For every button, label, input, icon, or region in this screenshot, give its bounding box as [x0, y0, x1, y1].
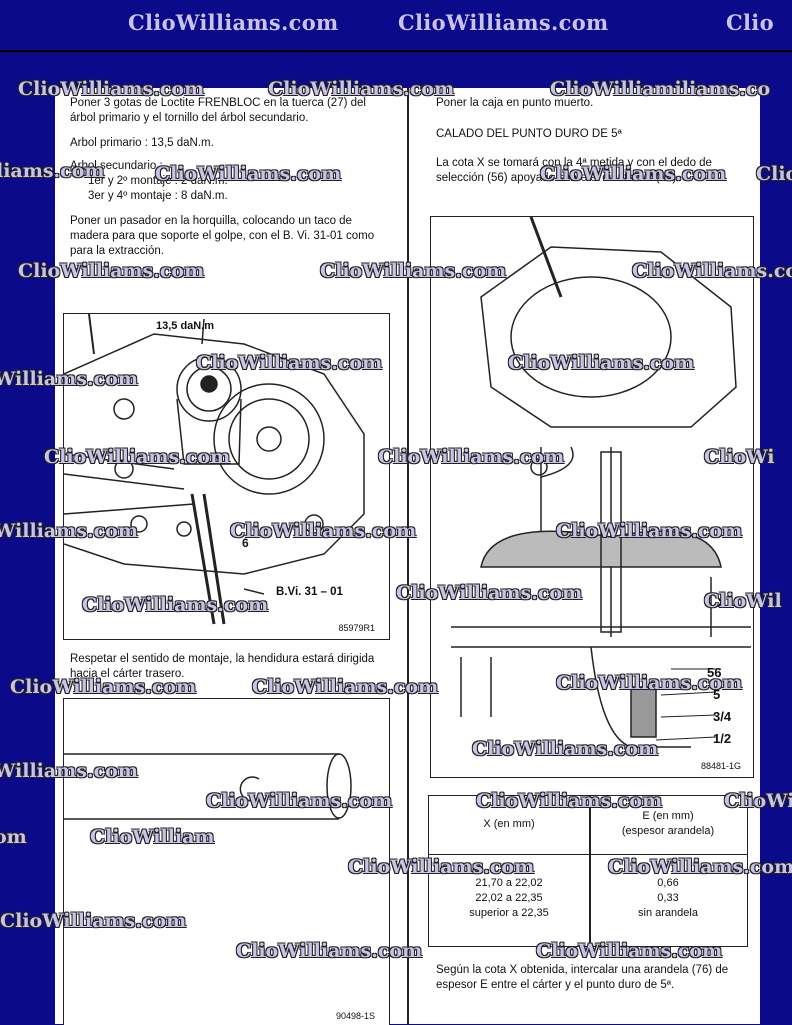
watermark: ClioWi [724, 790, 792, 812]
watermark: ClioWilliams.com [378, 446, 565, 468]
paragraph: Poner 3 gotas de Loctite FRENBLOC en la … [70, 97, 366, 124]
left-column-lower: Respetar el sentido de montaje, la hendi… [70, 652, 382, 692]
figure-mounting: 13,5 daN.m 6 B.Vi. 31 – 01 85979R1 [63, 313, 390, 640]
callout-torque: 13,5 daN.m [156, 320, 215, 332]
watermark: ClioWilliams.com [18, 78, 205, 100]
table-header-x: X (en mm) [483, 818, 535, 830]
figure-code: 88481-1G [700, 761, 741, 771]
paragraph: Arbol primario : 13,5 daN.m. [70, 137, 214, 149]
watermark: ClioWilliams.com [18, 260, 205, 282]
paragraph: Según la cota X obtenida, intercalar una… [436, 964, 729, 991]
watermark: ClioWilliams.com [206, 790, 393, 812]
column-divider [407, 88, 409, 1024]
watermark: ClioWilliams.com [230, 520, 417, 542]
watermark: ClioWilliams.com [196, 352, 383, 374]
watermark: ClioWilliams.com [10, 676, 197, 698]
table-cell: 22,02 a 22,35 [475, 892, 543, 904]
watermark: Clio [756, 163, 792, 185]
callout-12: 1/2 [713, 731, 732, 746]
table-header-e-sub: (espesor arandela) [621, 825, 715, 837]
gearbox-gauge-drawing [451, 217, 751, 748]
figure-code: 85979R1 [338, 623, 375, 633]
watermark: ClioWilliams.com [556, 672, 743, 694]
callout-34: 3/4 [713, 709, 732, 724]
section-heading: CALADO DEL PUNTO DURO DE 5ª [436, 128, 622, 140]
watermark: ClioWi [704, 446, 775, 468]
watermark: Williams.com [0, 368, 138, 390]
watermark: ClioWilliams.com [155, 163, 342, 185]
table-header [429, 796, 747, 855]
watermark: ClioWilliams.com [44, 446, 231, 468]
paragraph: La cota X se tomará con la 4ª metida y c… [436, 157, 712, 184]
watermark: ClioWilliams.com [508, 352, 695, 374]
watermark: ClioWilliams.com [82, 594, 269, 616]
table-header-e: E (en mm) [642, 810, 694, 822]
torque-line: 3er y 4º montaje : 8 daN.m. [88, 190, 228, 202]
left-column: Poner 3 gotas de Loctite FRENBLOC en la … [70, 96, 382, 269]
torque-title: Arbol secundario : [70, 160, 163, 172]
watermark: ClioWilliams.com [0, 910, 187, 932]
watermark: ClioWilliam [90, 826, 215, 848]
torque-line: 1er y 2º montaje : 2 daN.m. [88, 175, 228, 187]
watermark: ClioWilliams.com [536, 940, 723, 962]
watermark: ClioWilliams.com [398, 10, 609, 35]
table-cell: 21,70 a 22,02 [475, 877, 543, 889]
watermark: ClioWilliamiliams.co [550, 78, 771, 100]
right-column: Poner la caja en punto muerto. CALADO DE… [436, 96, 748, 196]
fork-drawing [64, 753, 352, 820]
callout-56: 56 [707, 665, 722, 680]
table-cell: sin arandela [638, 907, 698, 919]
paragraph: Respetar el sentido de montaje, la hendi… [70, 653, 375, 680]
watermark: Williams.com [0, 520, 138, 542]
watermark: ClioWilliams.com [236, 940, 423, 962]
figure-fork: 90498-1S [63, 698, 390, 1025]
watermark: ClioWilliams.com [348, 856, 535, 878]
watermark: ClioWil [704, 590, 782, 612]
watermark: ClioWilliams.com [128, 10, 339, 35]
top-banner: ClioWilliams.com ClioWilliams.com Clio [0, 0, 792, 52]
watermark: ClioWilliams.com [252, 676, 439, 698]
gearbox-drawing [64, 314, 365, 625]
watermark: ClioWilliams.com [320, 260, 507, 282]
watermark: ClioWilliams.com [268, 78, 455, 100]
callout-5: 5 [713, 687, 721, 702]
watermark: ClioWilliams.com [608, 856, 792, 878]
paragraph: Poner un pasador en la horquilla, coloca… [70, 215, 375, 257]
watermark: ClioWilliams.com [476, 790, 663, 812]
table-cell: 0,33 [657, 892, 679, 904]
table-column-separator [589, 796, 591, 946]
watermark: Williams.com [0, 760, 138, 782]
table-cell: 0,66 [657, 877, 679, 889]
figure-gauge: X 56 5 3/4 1/2 88481-1G [430, 216, 754, 778]
callout-tool: B.Vi. 31 – 01 [276, 586, 343, 598]
watermark: ClioWilliams.com [396, 582, 583, 604]
callout-x: X [717, 595, 726, 610]
right-column-lower: Según la cota X obtenida, intercalar una… [436, 963, 748, 1003]
watermark: liams.com [0, 160, 105, 182]
watermark: ClioWilliams.com [632, 260, 792, 282]
figure-code: 90498-1S [335, 1011, 375, 1021]
watermark: Clio [726, 10, 774, 35]
washer-table: X (en mm) E (en mm) (espesor arandela) 2… [428, 795, 748, 947]
table-cell: superior a 22,35 [469, 907, 549, 919]
watermark: ClioWilliams.com [556, 520, 743, 542]
watermark: ClioWilliams.com [540, 163, 727, 185]
watermark: ClioWilliams.com [472, 738, 659, 760]
callout-number: 6 [242, 536, 249, 550]
watermark: om [0, 826, 27, 848]
paragraph: Poner la caja en punto muerto. [436, 97, 594, 109]
